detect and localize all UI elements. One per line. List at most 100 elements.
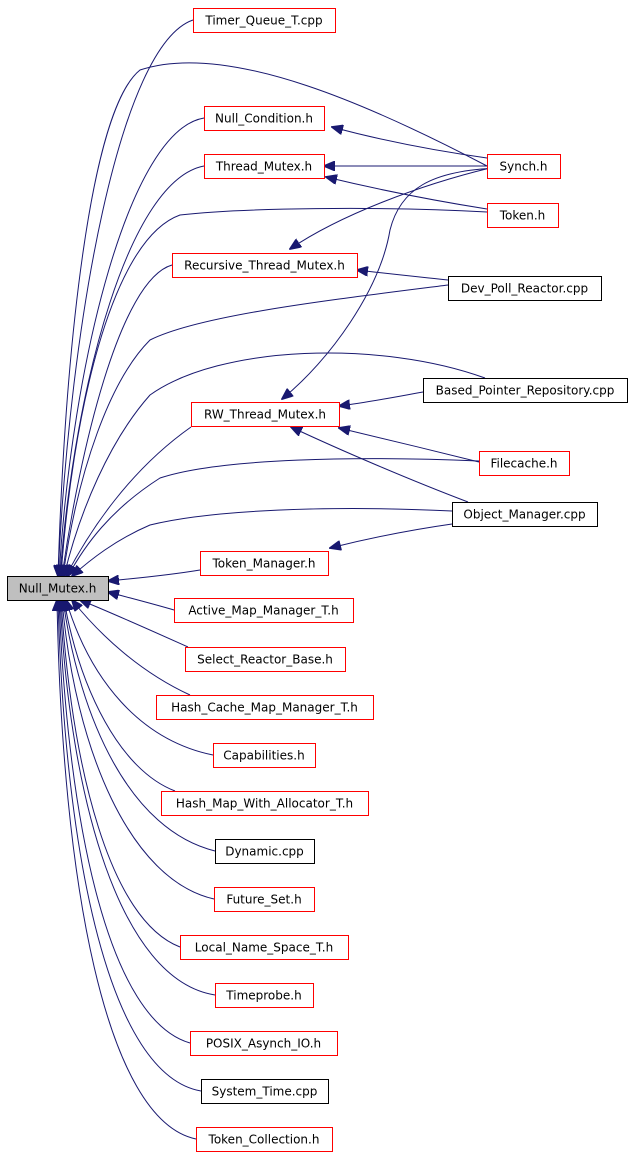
node-capabilities[interactable]: Capabilities.h	[213, 743, 316, 768]
node-thread-mutex[interactable]: Thread_Mutex.h	[204, 154, 325, 179]
edge-line	[63, 600, 216, 852]
node-label: Synch.h	[500, 160, 548, 174]
node-box	[185, 647, 346, 672]
node-local-name-space[interactable]: Local_Name_Space_T.h	[180, 935, 349, 960]
node-box	[215, 983, 314, 1008]
node-box	[487, 154, 561, 179]
node-box	[479, 451, 570, 476]
edge-dynamic-to-null_mutex	[63, 600, 216, 852]
node-token-manager[interactable]: Token_Manager.h	[200, 551, 329, 576]
edge-line	[59, 600, 191, 1044]
edge-line	[66, 600, 214, 756]
node-synch[interactable]: Synch.h	[487, 154, 561, 179]
edge-based_pointer_repository-to-rw_thread_mutex	[339, 391, 424, 406]
node-object-manager: Object_Manager.cpp	[452, 502, 598, 527]
node-label: Object_Manager.cpp	[463, 508, 585, 522]
edge-line	[339, 391, 424, 406]
edge-dev_poll_reactor-to-null_mutex	[63, 284, 449, 576]
node-timer-queue[interactable]: Timer_Queue_T.cpp	[193, 8, 336, 33]
node-label: Token_Manager.h	[211, 557, 315, 571]
node-label: Select_Reactor_Base.h	[197, 653, 333, 667]
node-token-collection[interactable]: Token_Collection.h	[196, 1127, 333, 1152]
edge-token-to-thread_mutex	[326, 177, 488, 210]
edge-token_manager-to-null_mutex	[108, 569, 201, 581]
node-label: Null_Condition.h	[215, 112, 313, 126]
edge-dev_poll_reactor-to-recursive_thread_mutex	[357, 270, 449, 281]
edge-synch-to-recursive_thread_mutex	[290, 167, 491, 249]
edge-line	[291, 427, 469, 503]
node-label: Thread_Mutex.h	[215, 160, 312, 174]
edge-line	[62, 264, 173, 576]
edge-rw_thread_mutex-to-null_mutex	[66, 426, 192, 576]
node-hash-map-with-allocator[interactable]: Hash_Map_With_Allocator_T.h	[161, 791, 369, 816]
edge-timeprobe-to-null_mutex	[60, 600, 216, 996]
node-based-pointer-repository: Based_Pointer_Repository.cpp	[423, 378, 628, 403]
edge-line	[58, 62, 488, 576]
node-system-time: System_Time.cpp	[201, 1079, 329, 1104]
edge-object_manager-to-token_manager	[330, 523, 453, 548]
node-label: Capabilities.h	[223, 749, 304, 763]
node-token[interactable]: Token.h	[487, 203, 559, 228]
node-rw-thread-mutex[interactable]: RW_Thread_Mutex.h	[191, 402, 340, 427]
node-label: POSIX_Asynch_IO.h	[206, 1037, 321, 1051]
node-box	[448, 276, 602, 301]
node-null-mutex: Null_Mutex.h	[7, 576, 109, 601]
node-select-reactor-base[interactable]: Select_Reactor_Base.h	[185, 647, 346, 672]
node-label: RW_Thread_Mutex.h	[204, 408, 326, 422]
edge-line	[326, 177, 488, 210]
node-box	[487, 203, 559, 228]
node-label: Hash_Map_With_Allocator_T.h	[176, 797, 353, 811]
edge-capabilities-to-null_mutex	[66, 600, 214, 756]
edge-synch-to-rw_thread_mutex	[282, 167, 501, 399]
edge-line	[72, 600, 191, 696]
node-box	[204, 106, 325, 131]
node-label: Future_Set.h	[226, 893, 301, 907]
node-recursive-thread-mutex[interactable]: Recursive_Thread_Mutex.h	[172, 253, 358, 278]
edge-line	[60, 165, 205, 576]
edge-line	[108, 569, 201, 581]
edge-thread_mutex-to-null_mutex	[60, 165, 205, 576]
edge-based_pointer_repository-to-null_mutex	[64, 352, 486, 576]
edge-line	[290, 167, 491, 249]
edge-token_collection-to-null_mutex	[57, 600, 197, 1140]
node-dev-poll-reactor: Dev_Poll_Reactor.cpp	[448, 276, 602, 301]
node-box	[161, 791, 369, 816]
edge-synch-to-null_mutex	[58, 62, 488, 576]
node-active-map-manager[interactable]: Active_Map_Manager_T.h	[174, 598, 354, 623]
node-box	[7, 576, 109, 601]
node-box	[200, 551, 329, 576]
edge-line	[282, 167, 501, 399]
node-box	[180, 935, 349, 960]
node-box	[452, 502, 598, 527]
node-future-set[interactable]: Future_Set.h	[214, 887, 315, 912]
node-timeprobe[interactable]: Timeprobe.h	[215, 983, 314, 1008]
edge-system_time-to-null_mutex	[58, 600, 202, 1092]
node-box	[174, 598, 354, 623]
node-filecache[interactable]: Filecache.h	[479, 451, 570, 476]
edge-filecache-to-null_mutex	[68, 458, 480, 576]
node-label: Timeprobe.h	[225, 989, 301, 1003]
node-box	[214, 887, 315, 912]
edge-line	[58, 19, 194, 576]
edge-object_manager-to-rw_thread_mutex	[291, 427, 469, 503]
edge-future_set-to-null_mutex	[62, 600, 215, 900]
node-box	[423, 378, 628, 403]
node-label: Hash_Cache_Map_Manager_T.h	[171, 701, 358, 715]
edge-active_map_manager-to-null_mutex	[108, 592, 175, 611]
node-box	[193, 8, 336, 33]
node-label: Based_Pointer_Repository.cpp	[436, 384, 615, 398]
edge-line	[62, 600, 215, 900]
edge-line	[60, 600, 216, 996]
edge-line	[72, 508, 453, 576]
edge-line	[61, 207, 488, 576]
edge-line	[64, 600, 176, 792]
node-null-condition[interactable]: Null_Condition.h	[204, 106, 325, 131]
node-posix-asynch-io[interactable]: POSIX_Asynch_IO.h	[190, 1031, 338, 1056]
node-label: System_Time.cpp	[212, 1085, 318, 1099]
edge-hash_cache_map_manager-to-null_mutex	[72, 600, 191, 696]
node-label: Dynamic.cpp	[225, 845, 304, 859]
node-hash-cache-map-manager[interactable]: Hash_Cache_Map_Manager_T.h	[156, 695, 374, 720]
edge-line	[66, 426, 192, 576]
edge-line	[80, 600, 189, 648]
